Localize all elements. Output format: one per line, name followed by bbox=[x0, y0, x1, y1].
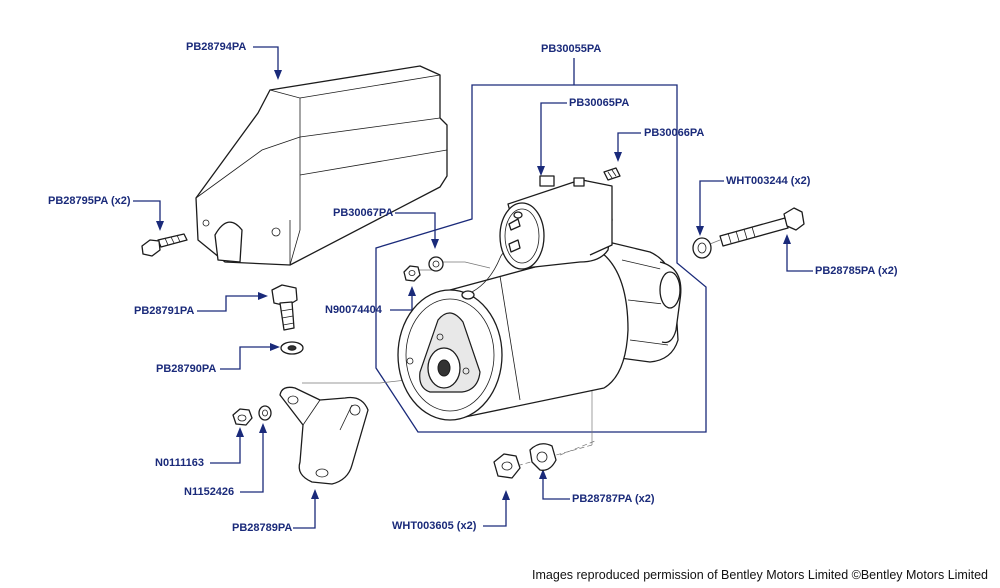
mount-washer bbox=[692, 237, 712, 259]
copyright-credit: Images reproduced permission of Bentley … bbox=[532, 568, 988, 582]
solenoid-screw bbox=[603, 167, 621, 181]
leader-solenoid-nut bbox=[390, 290, 413, 311]
callout-mount-spacer[interactable]: PB28787PA (x2) bbox=[572, 493, 655, 505]
callout-mount-bolt[interactable]: PB28785PA (x2) bbox=[815, 265, 898, 277]
callout-solenoid-screw[interactable]: PB30066PA bbox=[644, 127, 705, 139]
mount-nut bbox=[493, 453, 521, 479]
leader-solenoid-screw bbox=[617, 132, 641, 158]
mount-bolt bbox=[719, 207, 805, 247]
leader-starter-assembly bbox=[375, 58, 707, 433]
leader-cover-bolt bbox=[133, 200, 161, 226]
callout-solenoid-nut[interactable]: N90074404 bbox=[325, 304, 382, 316]
small-nut bbox=[232, 408, 253, 426]
callout-washer-small[interactable]: N1152426 bbox=[184, 486, 235, 498]
callout-bolt[interactable]: PB28791PA bbox=[134, 305, 195, 317]
small-washer bbox=[258, 405, 272, 421]
starter-motor bbox=[397, 239, 682, 421]
leader-bolt bbox=[197, 295, 262, 312]
leader-solenoid-washer bbox=[395, 212, 436, 245]
leader-mount-spacer bbox=[542, 473, 570, 500]
leader-washer bbox=[220, 346, 274, 370]
leader-lines bbox=[133, 46, 813, 529]
callout-cover[interactable]: PB28794PA bbox=[186, 41, 247, 53]
bracket-washer bbox=[280, 341, 304, 355]
leader-bracket bbox=[293, 493, 316, 529]
mounting-bracket bbox=[279, 386, 369, 485]
callout-solenoid-washer[interactable]: PB30067PA bbox=[333, 207, 394, 219]
starter-cover bbox=[195, 65, 448, 266]
leader-washer-small bbox=[240, 427, 264, 493]
leader-nut-small bbox=[210, 431, 241, 464]
callout-bracket[interactable]: PB28789PA bbox=[232, 522, 293, 534]
callout-washer[interactable]: PB28790PA bbox=[156, 363, 217, 375]
solenoid-nut bbox=[403, 265, 421, 282]
mount-spacer bbox=[529, 443, 557, 471]
leader-solenoid bbox=[540, 102, 567, 172]
callout-mount-nut[interactable]: WHT003605 (x2) bbox=[392, 520, 477, 532]
callout-cover-bolt[interactable]: PB28795PA (x2) bbox=[48, 195, 131, 207]
callout-nut-small[interactable]: N0111163 bbox=[155, 457, 204, 469]
cover-bolt bbox=[141, 233, 188, 257]
callout-mount-washer[interactable]: WHT003244 (x2) bbox=[726, 175, 811, 187]
leader-mount-washer bbox=[699, 180, 724, 232]
leader-mount-nut bbox=[483, 494, 507, 527]
solenoid-washer bbox=[428, 256, 444, 272]
leader-mount-bolt bbox=[786, 238, 813, 272]
bracket-bolt bbox=[271, 284, 298, 331]
solenoid bbox=[499, 175, 613, 270]
leader-cover bbox=[253, 46, 279, 76]
callout-starter-assembly[interactable]: PB30055PA bbox=[541, 43, 602, 55]
callout-solenoid[interactable]: PB30065PA bbox=[569, 97, 630, 109]
